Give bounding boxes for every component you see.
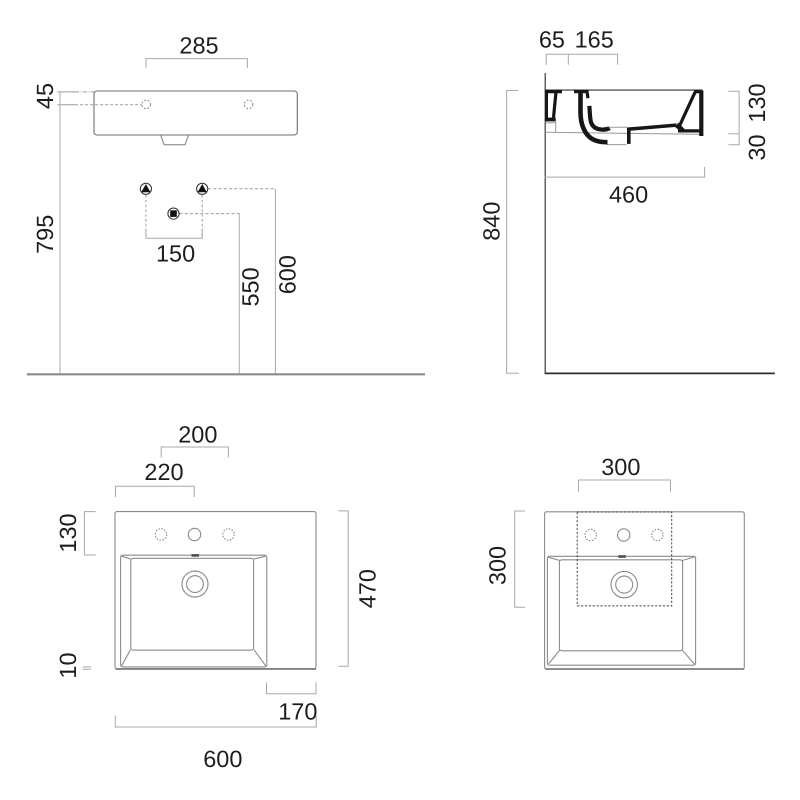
svg-text:795: 795 [32,215,58,254]
svg-text:600: 600 [203,746,242,772]
svg-text:170: 170 [278,699,317,725]
svg-text:130: 130 [744,83,770,122]
svg-text:165: 165 [575,26,614,52]
svg-text:840: 840 [479,202,505,241]
svg-text:550: 550 [237,267,263,306]
svg-text:460: 460 [609,182,648,208]
svg-text:65: 65 [539,26,565,52]
svg-text:285: 285 [179,33,218,59]
svg-text:130: 130 [55,513,81,552]
svg-text:10: 10 [55,652,81,678]
svg-text:300: 300 [601,454,640,480]
svg-text:300: 300 [484,546,510,585]
svg-text:470: 470 [354,569,380,608]
svg-text:30: 30 [744,134,770,160]
svg-text:200: 200 [178,422,217,448]
svg-text:45: 45 [32,83,58,109]
svg-text:220: 220 [144,459,183,485]
svg-text:150: 150 [156,240,195,266]
svg-text:600: 600 [274,255,300,294]
